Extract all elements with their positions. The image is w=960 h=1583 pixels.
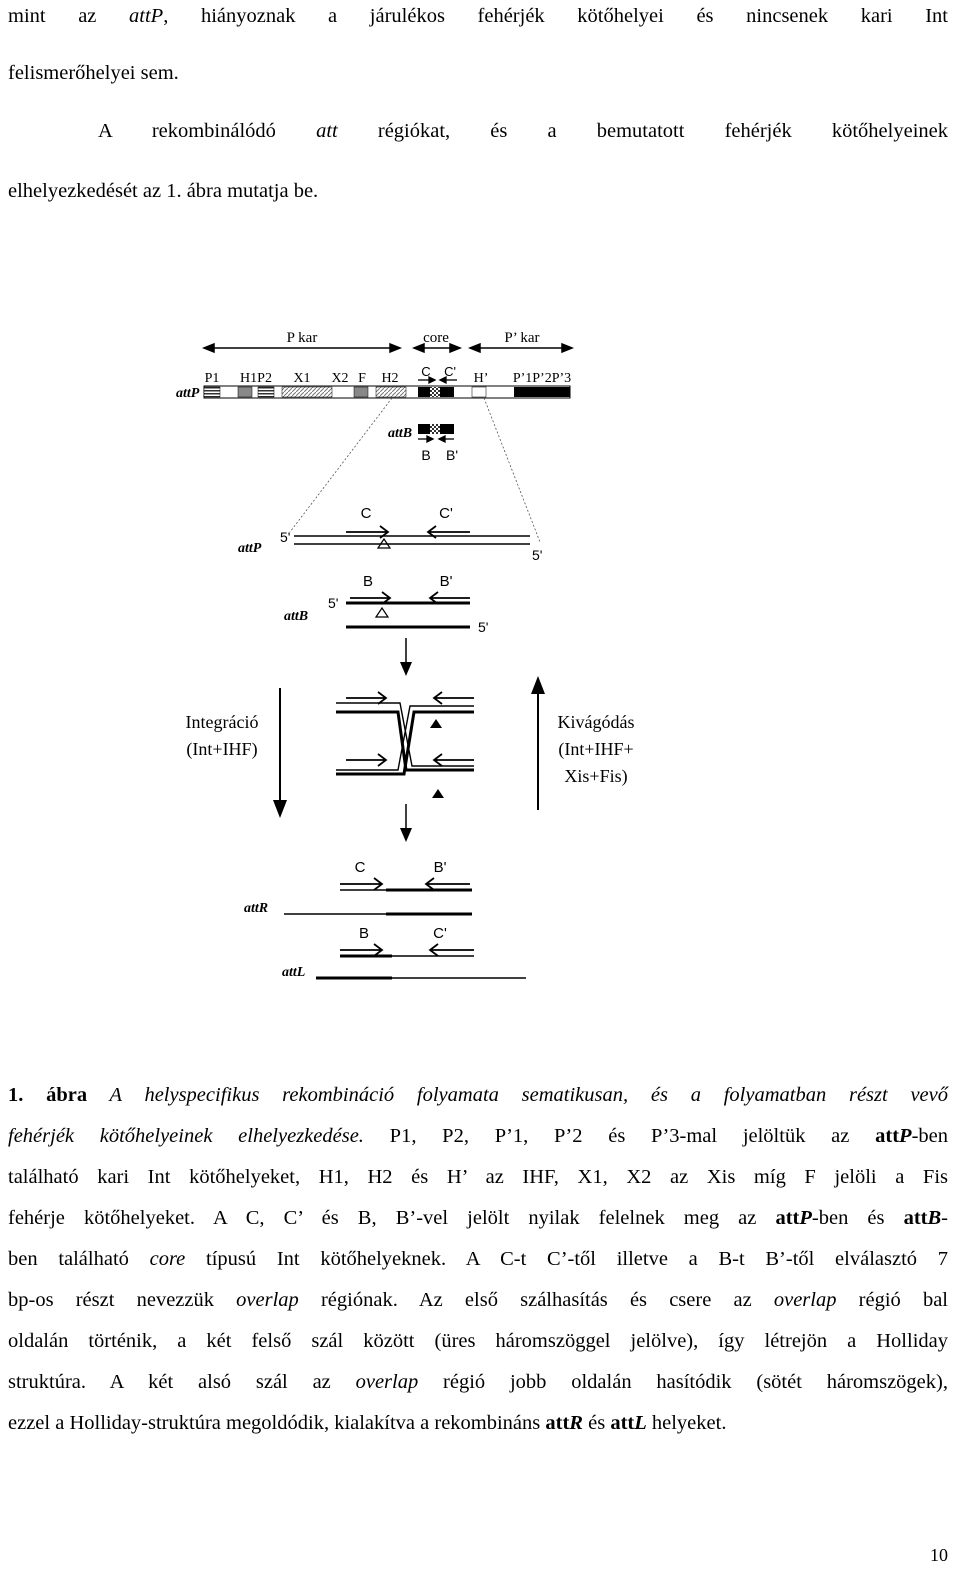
caption-line-3: található kari Int kötőhelyeket, H1, H2 …: [8, 1166, 948, 1188]
caption-line-9: ezzel a Holliday-struktúra megoldódik, k…: [8, 1412, 727, 1434]
cleavage-dark-triangle-1: [430, 719, 442, 728]
down-arrow-2: [400, 804, 412, 842]
bprime-small-label: B': [446, 447, 458, 463]
cprime-site-label: C': [444, 364, 456, 379]
page-number: 10: [930, 1545, 948, 1565]
attl-b-label: B: [359, 925, 369, 942]
attp-bar: [203, 385, 571, 399]
c-label: C: [361, 505, 372, 522]
caption-line-7: oldalán történik, a két felső szál közöt…: [8, 1330, 948, 1352]
h2-label: H2: [381, 371, 398, 386]
f-label: F: [358, 371, 366, 386]
zoom-lines: [289, 397, 541, 543]
attl-cprime-label: C': [433, 925, 447, 942]
hprime-label: H’: [474, 371, 489, 386]
integration-arrow: [273, 688, 287, 818]
p1-label: P1: [205, 371, 220, 386]
b-small-label: B: [421, 447, 430, 463]
caption-line-1: 1. ábra A helyspecifikus rekombináció fo…: [8, 1084, 949, 1106]
figure-caption: 1. ábra A helyspecifikus rekombináció fo…: [8, 1075, 948, 1444]
attp-strands: [294, 535, 530, 545]
integration-label-line1: Integráció: [186, 712, 259, 732]
holliday-strands: [336, 702, 474, 776]
attr-bprime-label: B': [434, 859, 447, 876]
b-label: B: [363, 573, 373, 590]
five-prime-label-3: 5': [328, 595, 338, 611]
bprime-label: B': [440, 573, 453, 590]
cleavage-dark-triangle-2: [432, 789, 444, 798]
pprime-sites-label: P’1P’2P’3: [513, 371, 571, 386]
caption-line-2: fehérjék kötőhelyeinek elhelyezkedése. P…: [8, 1125, 948, 1147]
excision-label-line1: Kivágódás: [558, 712, 635, 732]
five-prime-label-2: 5': [532, 547, 542, 563]
down-arrow-1: [400, 638, 412, 676]
p-arm-label: P kar: [287, 330, 318, 346]
five-prime-label-1: 5': [280, 529, 290, 545]
p-arm-span-arrow: [201, 342, 403, 354]
five-prime-label-4: 5': [478, 619, 488, 635]
attp-label: attP: [238, 541, 262, 556]
attb-strands: [346, 601, 470, 629]
c-site-label: C: [421, 364, 430, 379]
holliday-arrows: [346, 691, 474, 767]
attp-top-label: attP: [176, 386, 200, 401]
attl-label: attL: [282, 965, 305, 980]
intro-line-2: felismerőhelyei sem.: [8, 62, 179, 84]
attr-c-label: C: [355, 859, 366, 876]
intro-line-3: A rekombinálódó att régiókat, és a bemut…: [98, 120, 948, 142]
attb-small-label: attB: [388, 426, 412, 441]
pprime-arm-label: P’ kar: [504, 330, 539, 346]
site-labels: P1 H1P2 X1 X2 F H2 C C' H’ P’1P’2P’3: [205, 364, 572, 386]
attb-label: attB: [284, 609, 308, 624]
core-small-arrows: [418, 375, 457, 385]
core-span-arrow: [411, 342, 463, 354]
cleavage-open-triangle-2: [374, 606, 390, 618]
attb-small-arrows: [418, 434, 454, 444]
attr-strands: [284, 888, 472, 916]
intro-line-1: mint az attP, hiányoznak a járulékos feh…: [8, 5, 948, 27]
cprime-label: C': [439, 505, 453, 522]
intro-paragraph: mint az attP, hiányoznak a járulékos feh…: [8, 0, 948, 32]
recombination-figure: P kar core P’ kar P1 H1P2 X1 X2 F H2 C C…: [176, 330, 635, 980]
pprime-arm-span-arrow: [467, 342, 575, 354]
x1-label: X1: [293, 371, 310, 386]
caption-line-6: bp-os részt nevezzük overlap régiónak. A…: [8, 1289, 948, 1311]
excision-label-line2: (Int+IHF+: [558, 739, 633, 760]
caption-line-4: fehérje kötőhelyeket. A C, C’ és B, B’-v…: [8, 1207, 948, 1229]
attl-strands: [316, 954, 526, 980]
h1p2-label: H1P2: [240, 371, 272, 386]
x2-label: X2: [331, 371, 348, 386]
excision-arrow: [531, 676, 545, 810]
attr-label: attR: [244, 901, 268, 916]
attb-small-bar: [418, 424, 454, 434]
intro-line-4: elhelyezkedését az 1. ábra mutatja be.: [8, 180, 319, 202]
excision-label-line3: Xis+Fis): [564, 766, 627, 787]
integration-label-line2: (Int+IHF): [186, 739, 257, 760]
caption-line-5: ben található core típusú Int kötőhelyek…: [8, 1248, 948, 1270]
attl-arrows: [340, 943, 474, 957]
caption-line-8: struktúra. A két alsó szál az overlap ré…: [8, 1371, 948, 1393]
attr-arrows: [340, 877, 470, 891]
core-label: core: [423, 330, 449, 346]
